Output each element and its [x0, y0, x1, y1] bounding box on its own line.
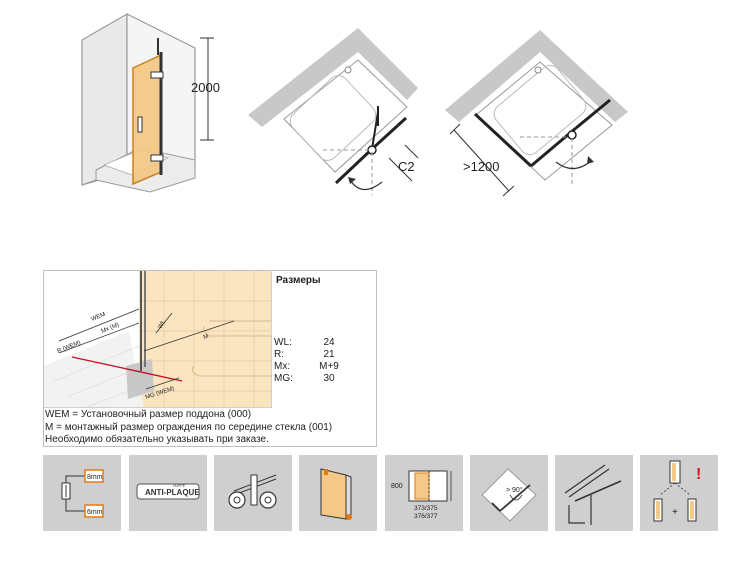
stabiliser-icon: [564, 464, 622, 525]
corner-plan-diagram: C2: [248, 28, 419, 195]
dimension-row: Mx: M+9: [274, 361, 374, 372]
tray-model-b: 376/377: [414, 513, 438, 520]
note-line: Необходимо обязательно указывать при зак…: [45, 434, 269, 445]
wem-label: WEM: [91, 312, 107, 323]
dimension-card: WEM Mx (M) R (WEM) WL M MG (WEM) Размеры…: [43, 270, 377, 447]
wl-label: WL: [158, 319, 168, 330]
dimension-key: Mx:: [274, 361, 291, 372]
warning-mark: !: [696, 466, 701, 483]
tray-models-icon: 800 373/375 376/377: [391, 470, 452, 520]
dimension-value: 30: [323, 373, 335, 384]
glass-thickness-tile[interactable]: 8mm 6mm: [43, 455, 121, 531]
anti-plaque-tile[interactable]: HÜPPE ANTI-PLAQUE: [129, 455, 207, 531]
dimension-value: 21: [323, 349, 335, 360]
hinge-tile[interactable]: [214, 455, 292, 531]
dimension-value: M+9: [319, 361, 339, 372]
combination-warning-icon: + !: [653, 460, 701, 522]
dimension-key: WL:: [274, 337, 292, 348]
glass-thickness-icon: 8mm 6mm: [61, 469, 104, 518]
wide-plan-diagram: >1200: [445, 30, 628, 197]
glass-bottom-thickness: 6mm: [87, 509, 103, 516]
dimension-value: 24: [323, 337, 335, 348]
tray-model-a: 373/375: [414, 505, 438, 512]
tray-models-tile[interactable]: 800 373/375 376/377: [385, 455, 463, 531]
dimension-figure-drawing: WEM Mx (M) R (WEM) WL M MG (WEM): [44, 271, 271, 407]
stabiliser-tile[interactable]: [555, 455, 633, 531]
anti-plaque-brand: HÜPPE: [173, 484, 186, 488]
dimension-title: Размеры: [276, 275, 321, 286]
tray-height: 800: [391, 483, 403, 490]
note-line: M = монтажный размер ограждения по серед…: [45, 421, 333, 433]
dimension-row: WL: 24: [274, 337, 374, 348]
angle-label: > 90°: [506, 486, 523, 494]
angle-icon: > 90°: [481, 468, 537, 522]
dimension-figure: WEM Mx (M) R (WEM) WL M MG (WEM): [44, 271, 272, 408]
note-line: WEM = Установочный размер поддона (000): [45, 409, 252, 420]
dimension-notes: WEM = Установочный размер поддона (000) …: [44, 409, 376, 447]
glass-door-icon: [320, 468, 352, 520]
dimension-key: R:: [274, 349, 284, 360]
height-label: 2000: [191, 80, 220, 95]
width-label: >1200: [463, 159, 500, 174]
top-diagrams: 2000 C2 >1200: [81, 12, 628, 197]
dimension-row: MG: 30: [274, 373, 374, 384]
m-label: M: [203, 334, 210, 341]
dimension-table: Размеры WL: 24 R: 21 Mx: M+9 MG: 30: [274, 271, 376, 408]
anti-plaque-label: ANTI-PLAQUE: [145, 488, 200, 497]
plus-sign: +: [672, 507, 678, 518]
dimension-key: MG:: [274, 373, 293, 384]
door-3d-diagram: 2000: [81, 12, 220, 193]
anti-plaque-icon: HÜPPE ANTI-PLAQUE: [136, 483, 200, 500]
hinge-icon: [228, 474, 277, 509]
dimension-row: R: 21: [274, 349, 374, 360]
glass-top-thickness: 8mm: [87, 474, 103, 481]
combination-warning-tile[interactable]: + !: [640, 455, 718, 531]
corner-label: C2: [398, 159, 415, 174]
glass-door-tile[interactable]: [299, 455, 377, 531]
angle-tile[interactable]: > 90°: [470, 455, 548, 531]
